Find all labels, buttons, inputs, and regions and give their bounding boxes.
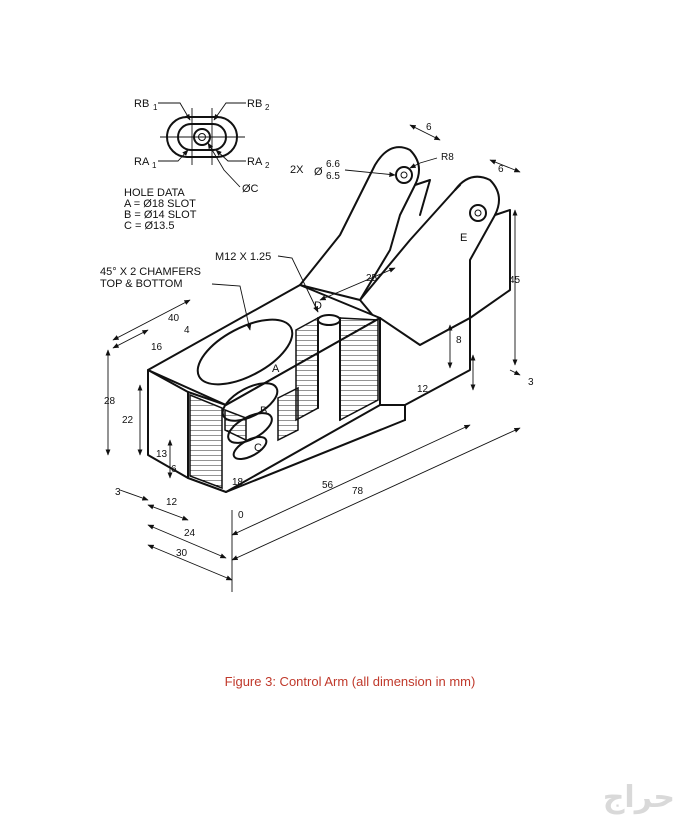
point-e: E xyxy=(460,232,467,244)
hole-data-line-b: B = Ø14 SLOT xyxy=(124,209,197,221)
dim-4: 4 xyxy=(184,325,190,336)
dim-56: 56 xyxy=(322,480,334,491)
dim-r8: R8 xyxy=(441,152,454,163)
holes-count: 2X xyxy=(290,164,304,176)
rb1-label: RB xyxy=(134,98,149,110)
hole-data-line-a: A = Ø18 SLOT xyxy=(124,198,196,210)
point-c: C xyxy=(254,442,262,454)
thread-note: M12 X 1.25 xyxy=(215,251,271,263)
notes: M12 X 1.25 45° X 2 CHAMFERS TOP & BOTTOM… xyxy=(100,159,340,290)
dim-28: 28 xyxy=(104,396,116,407)
point-b: B xyxy=(260,405,267,417)
chamfer-note-line1: 45° X 2 CHAMFERS xyxy=(100,266,201,278)
holes-dia-upper: 6.6 xyxy=(326,159,340,170)
dim-6-top: 6 xyxy=(426,122,432,133)
watermark-text: حراج xyxy=(602,780,675,815)
point-d: D xyxy=(314,300,322,312)
dim-78: 78 xyxy=(352,486,364,497)
dia-c-label: ØC xyxy=(242,183,259,195)
dimension-lines xyxy=(105,124,521,592)
dim-25: 25 xyxy=(366,273,378,284)
dim-30: 30 xyxy=(176,548,188,559)
slot-detail-view: RB 1 RB 2 RA 1 RA 2 ØC xyxy=(134,98,270,195)
dim-6-left: 6 xyxy=(171,464,177,475)
dim-12-right: 12 xyxy=(417,384,429,395)
dim-16: 16 xyxy=(151,342,163,353)
hole-data-block: HOLE DATA A = Ø18 SLOT B = Ø14 SLOT C = … xyxy=(124,187,197,232)
ra2-label: RA xyxy=(247,156,263,168)
rb2-label: RB xyxy=(247,98,262,110)
isometric-part xyxy=(147,146,511,493)
holes-dia-symbol: Ø xyxy=(314,166,323,178)
chamfer-note-line2: TOP & BOTTOM xyxy=(100,278,183,290)
dim-18: 18 xyxy=(232,477,244,488)
hole-data-line-c: C = Ø13.5 xyxy=(124,220,174,232)
point-labels: A B C D E xyxy=(254,232,467,454)
rb1-subscript: 1 xyxy=(153,103,158,112)
point-a: A xyxy=(272,363,280,375)
hole-data-heading: HOLE DATA xyxy=(124,187,185,199)
ra2-subscript: 2 xyxy=(265,161,270,170)
watermark-logo: حراج xyxy=(505,778,675,818)
dim-3-left: 3 xyxy=(115,487,121,498)
dim-6-right: 6 xyxy=(498,164,504,175)
holes-dia-lower: 6.5 xyxy=(326,171,340,182)
dim-8: 8 xyxy=(456,335,462,346)
dim-24: 24 xyxy=(184,528,196,539)
dim-12-bottom: 12 xyxy=(166,497,178,508)
dim-13: 13 xyxy=(156,449,168,460)
dim-0: 0 xyxy=(238,510,244,521)
dim-40: 40 xyxy=(168,313,180,324)
dim-3-right: 3 xyxy=(528,377,534,388)
dim-45: 45 xyxy=(509,275,521,286)
dimension-values: 6 R8 6 45 25 8 12 3 40 4 16 28 22 13 6 3… xyxy=(104,122,534,559)
figure-caption: Figure 3: Control Arm (all dimension in … xyxy=(224,674,476,689)
dim-22: 22 xyxy=(122,415,134,426)
rb2-subscript: 2 xyxy=(265,103,270,112)
ra1-label: RA xyxy=(134,156,150,168)
ra1-subscript: 1 xyxy=(152,161,157,170)
